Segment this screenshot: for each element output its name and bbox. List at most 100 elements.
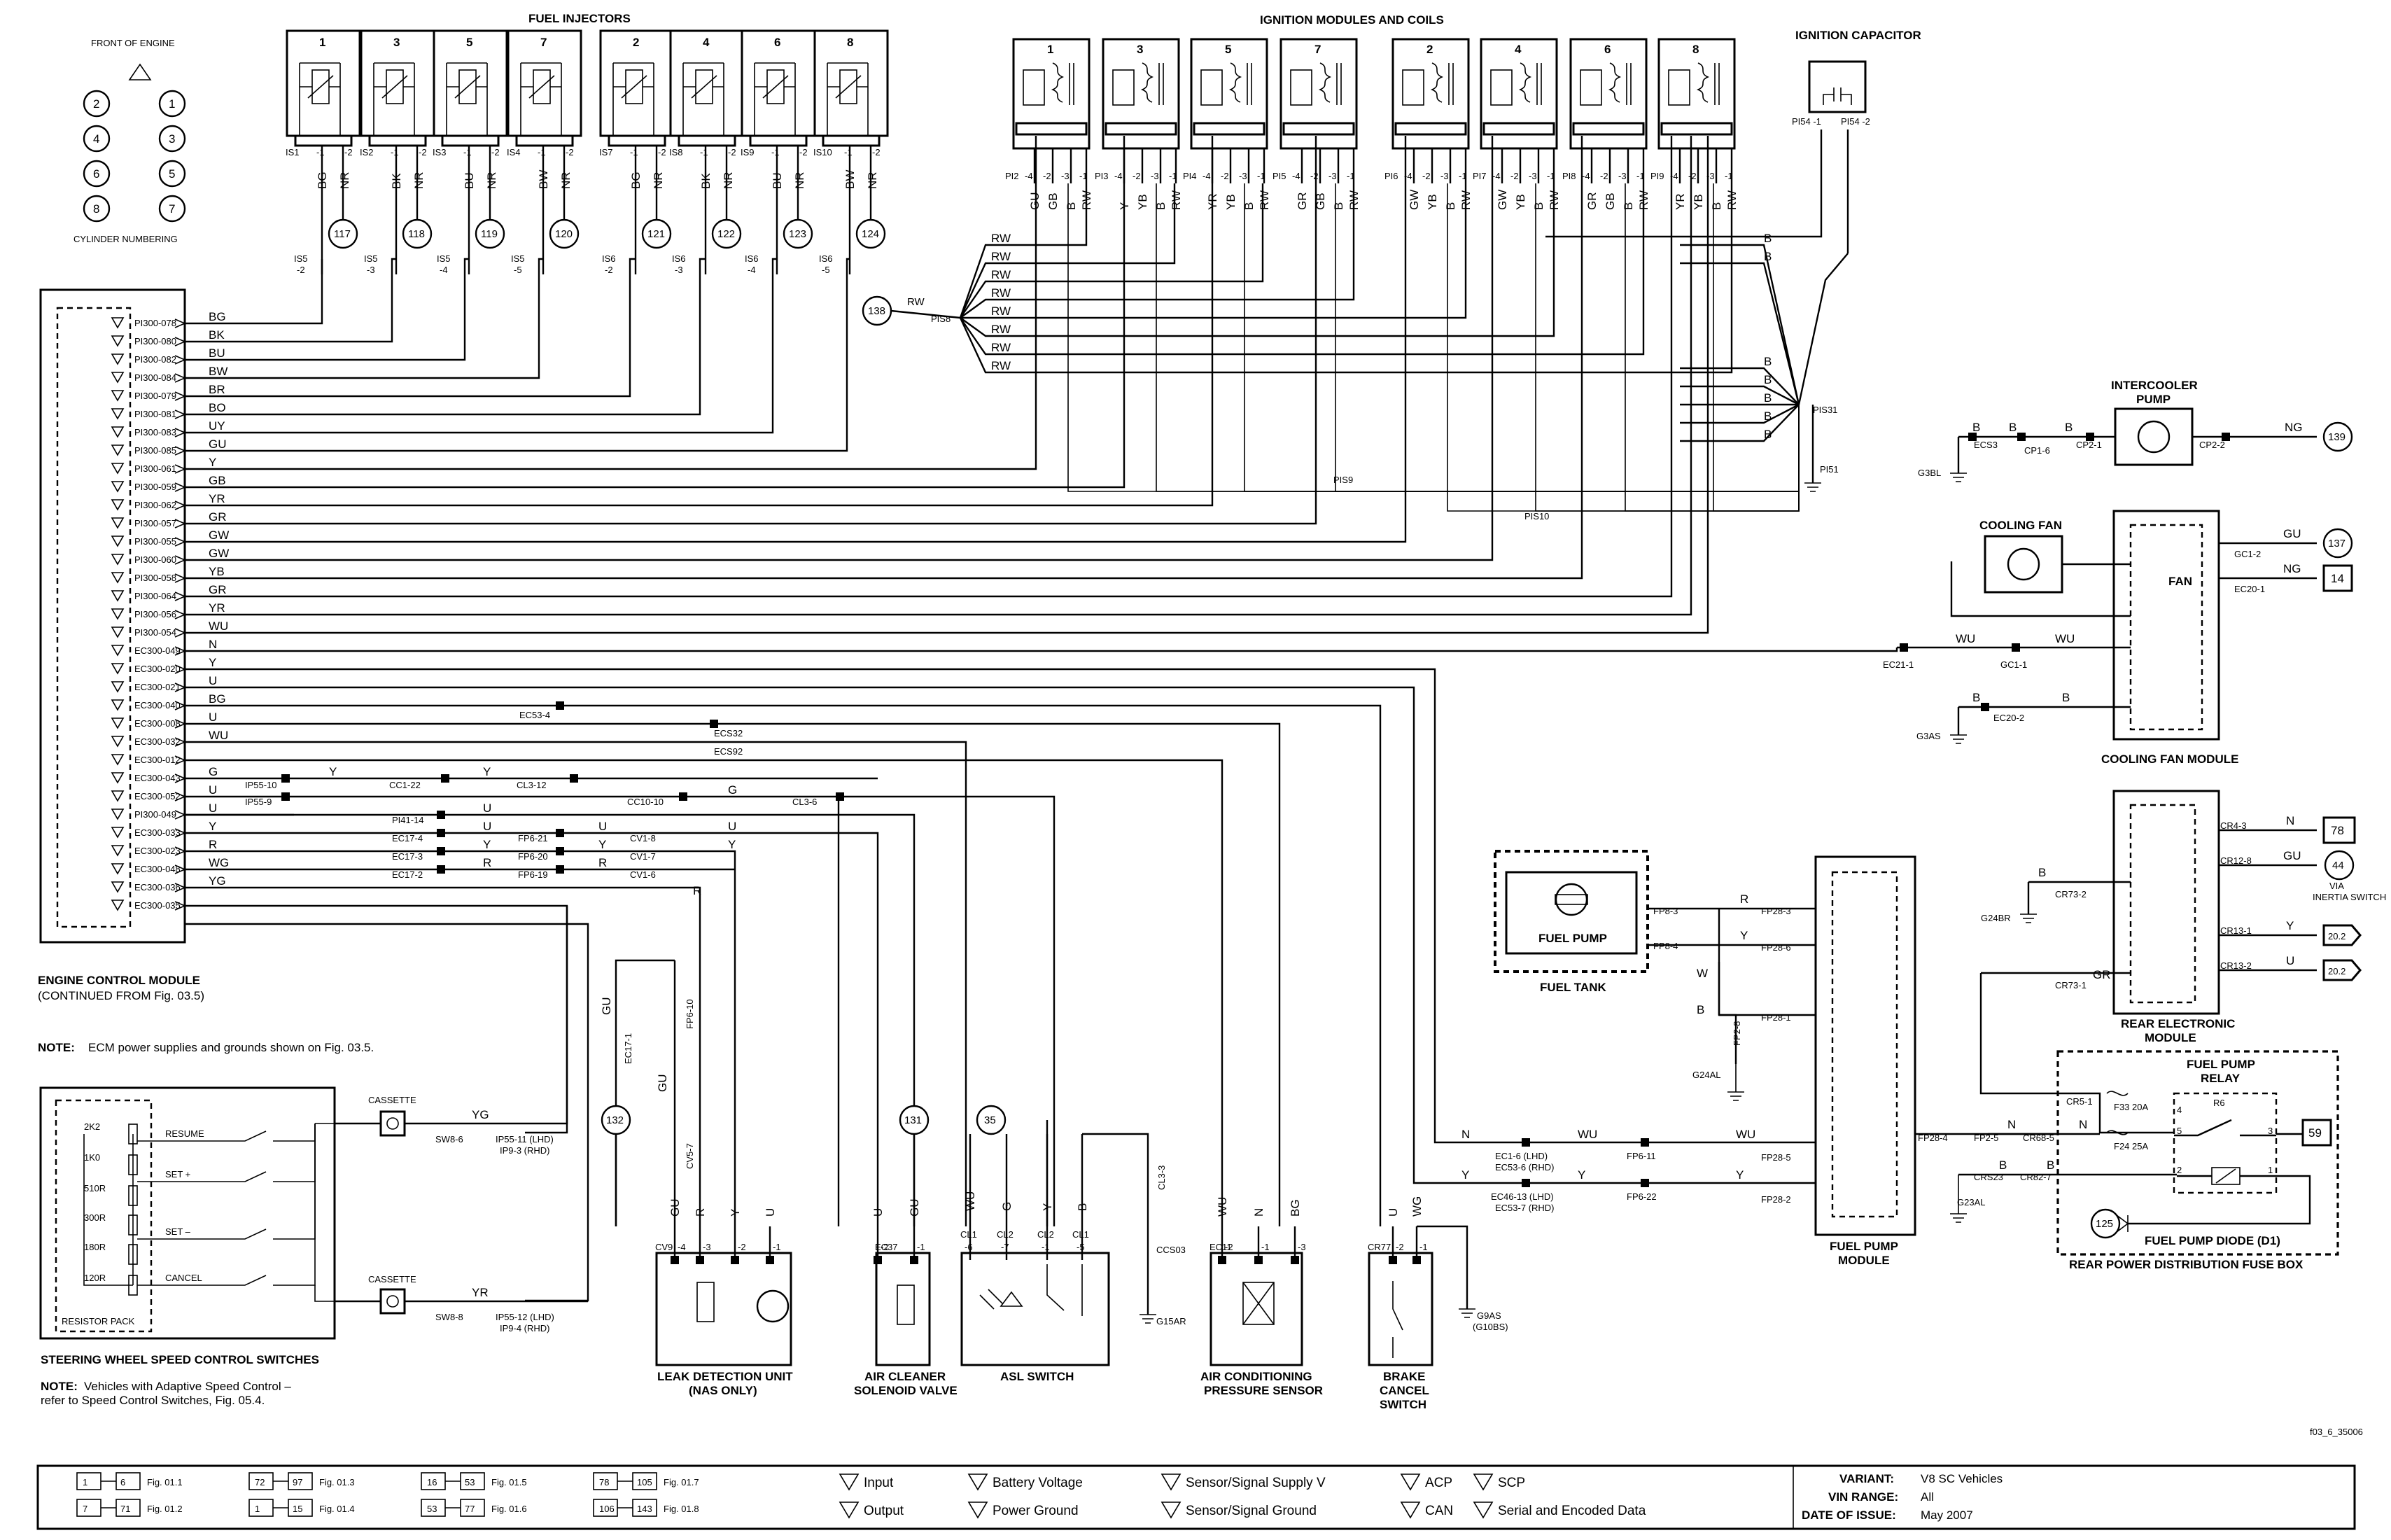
ref-circle (475, 218, 505, 249)
injector-number: 5 (466, 36, 472, 49)
component-title: AIR CONDITIONING (1200, 1370, 1312, 1383)
conn-ip55-12: IP55-12 (LHD) (496, 1312, 554, 1322)
splice-connector: IS6 (672, 253, 686, 264)
rw-label-138: RW (907, 296, 925, 308)
pin: -1 (1547, 171, 1555, 181)
pin: -2 (1310, 171, 1319, 181)
ecm-pin-symbol-icon (111, 354, 125, 365)
conn-fp6-20: FP6-20 (518, 851, 548, 862)
conn-fp28-2: FP28-2 (1761, 1194, 1791, 1205)
relay-pin-4: 4 (2177, 1105, 2182, 1115)
wire-label-ng-ic: NG (2285, 421, 2303, 434)
ref-137-circle (2322, 528, 2353, 559)
pin: -3 (1239, 171, 1247, 181)
fusebox-dashed (2056, 1050, 2339, 1256)
ref-20-2-b: 20.2 (2328, 966, 2346, 976)
wire-color-a: BU (771, 172, 784, 189)
injector-connector: IS7 (599, 147, 613, 158)
ref-138: 138 (868, 305, 885, 317)
ecm-pin: EC300-043 (134, 773, 181, 783)
wire-label-u-1: U (483, 802, 491, 815)
cassette-1 (379, 1110, 406, 1137)
relay-r6: R6 (2213, 1098, 2225, 1108)
conn-fp2-8: FP2-8 (1732, 1021, 1742, 1046)
coil-winding-icon (1140, 62, 1154, 103)
wire-label-wu-fp: WU (1578, 1128, 1597, 1141)
pin: -4 (440, 265, 448, 275)
ecm-pin-symbol-icon (111, 845, 125, 857)
pin: -1 (844, 147, 853, 158)
ecm-pin: PI300-084 (134, 372, 176, 383)
conn-fp2-5: FP2-5 (1974, 1133, 1998, 1143)
pin: -3 (1298, 1242, 1306, 1252)
legend-fig-to: 6 (120, 1477, 125, 1488)
steering-note: Vehicles with Adaptive Speed Control – (84, 1380, 291, 1393)
pin: -4 (1202, 171, 1211, 181)
ecm-pin: PI300-082 (134, 354, 176, 365)
ecm-pin: PI300-049 (134, 809, 176, 820)
pin: -2 (1510, 171, 1519, 181)
conn-ip55-9: IP55-9 (245, 797, 272, 807)
coil-wire-color: RW (1258, 190, 1271, 210)
pin: -7 (1001, 1242, 1009, 1252)
injector-connector: IS3 (433, 147, 447, 158)
coil-connector: PI3 (1095, 171, 1109, 181)
conn-cp2-1: CP2-1 (2076, 440, 2102, 450)
ecm-pin-symbol-icon (111, 499, 125, 511)
coil-wire-color: B (1332, 202, 1345, 210)
fp-module-title: FUEL PUMP (1830, 1240, 1898, 1253)
ref-20-2-a: 20.2 (2328, 931, 2346, 941)
conn-cv5-7: CV5-7 (685, 1143, 695, 1169)
resistor-value: 120R (84, 1273, 106, 1283)
component-wire-color: U (1387, 1208, 1400, 1217)
pin: -3 (703, 1242, 711, 1252)
ecm-pin: PI300-078 (134, 318, 176, 328)
pin: -2 (419, 147, 427, 158)
ecm-wire-color: GB (209, 474, 226, 487)
conn-ec17-2: EC17-2 (392, 869, 423, 880)
coil-winding-icon (1430, 62, 1444, 103)
ignition-capacitor-title: IGNITION CAPACITOR (1795, 29, 1921, 42)
capacitor-pin-2: PI54 -2 (1841, 116, 1870, 127)
wire-label-w-fp: W (1697, 967, 1708, 980)
conn-gc1-1: GC1-1 (2000, 659, 2027, 670)
coil-winding-icon (1228, 62, 1242, 103)
conn-fp28-1: FP28-1 (1761, 1012, 1791, 1023)
connector-pin (679, 792, 687, 801)
conn-fp6-10: FP6-10 (685, 999, 695, 1029)
ecm-wire-color: WU (209, 620, 228, 633)
splice-connector: IS5 (437, 253, 451, 264)
pin: -2 (344, 147, 353, 158)
legend-symbol-label: Serial and Encoded Data (1498, 1504, 1646, 1518)
ref-125: 125 (2096, 1218, 2113, 1230)
pin: -1 (1636, 171, 1645, 181)
ecm-pin-symbol-icon (111, 426, 125, 438)
ecm-pin: EC300-033 (134, 827, 181, 838)
ecm-pin-symbol-icon (111, 754, 125, 766)
ignition-capacitor: PI54 -1 PI54 -2 (1545, 60, 1870, 253)
component-connector: EC11 (1209, 1242, 1232, 1252)
pressure-sensor-icon (1242, 1282, 1275, 1325)
svg-text:B: B (2062, 691, 2070, 704)
pin: -1 (1169, 171, 1177, 181)
pin: -1 (316, 147, 325, 158)
ecm-pin-symbol-icon (111, 517, 125, 529)
legend-fig-to: 97 (293, 1477, 302, 1488)
coil-module-icon (1580, 69, 1602, 106)
conn-cr13-2: CR13-2 (2220, 960, 2252, 971)
pin: -4 (1025, 171, 1033, 181)
component-title: ASL SWITCH (1000, 1370, 1074, 1383)
legend-fig-from: 1 (83, 1477, 87, 1488)
wire-label-g-1: G (728, 783, 737, 797)
ref-number: 117 (334, 228, 351, 240)
wire-color-a: BG (316, 172, 329, 189)
front-of-engine-title: FRONT OF ENGINE (91, 38, 175, 48)
component-wire-color: BG (1289, 1199, 1302, 1217)
coil-module-icon (1668, 69, 1690, 106)
cylinder-circle (158, 90, 186, 118)
cylinder-number: 7 (169, 202, 175, 216)
coil-wire-color: B (1154, 202, 1168, 210)
cylinder-circle (158, 195, 186, 223)
relay-pin-5: 5 (2177, 1126, 2182, 1136)
